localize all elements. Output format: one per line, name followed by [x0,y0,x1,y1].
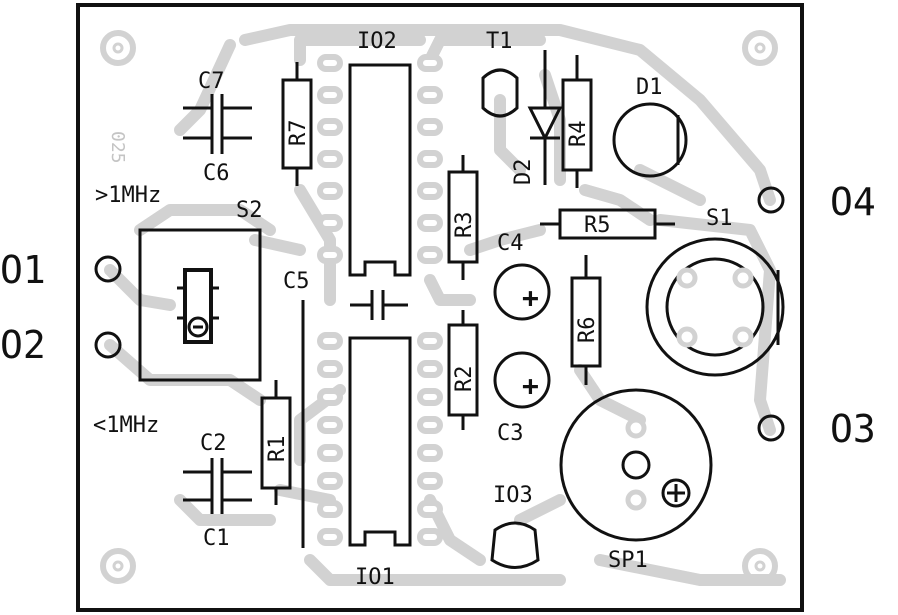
connector-pad-o4 [757,186,785,214]
resistor-r4 [561,55,593,188]
label-io1: IO1 [355,565,395,590]
ic-io3 [490,521,540,569]
connector-pad-o1 [94,255,122,283]
label-below-1mhz: <1MHz [93,413,159,438]
mounting-hole-bottom-left [100,548,136,584]
connector-pad-o2 [94,331,122,359]
resistor-r2 [447,310,479,430]
label-c4: C4 [497,231,524,256]
silkscreen-labels: IO2 T1 D1 C7 C6 >1MHz S2 C5 C4 S1 <1MHz … [0,29,876,590]
label-o3: O3 [830,407,876,451]
polarity-mark-c4: + [522,281,539,314]
label-r2: R2 [452,366,477,393]
polarity-mark-c3: + [522,369,539,402]
label-d1: D1 [636,75,663,100]
label-t1: T1 [486,29,513,54]
switch-s2 [138,228,262,382]
resistor-r6 [570,255,602,385]
io2-pads [317,54,443,264]
label-c2: C2 [200,431,227,456]
resistor-r1 [260,380,292,505]
mounting-holes [100,30,778,584]
label-r5: R5 [584,213,611,238]
label-above-1mhz: >1MHz [95,183,161,208]
label-r4: R4 [566,121,591,148]
speaker-sp1 [559,388,713,542]
label-io2: IO2 [357,29,397,54]
label-o1: O1 [0,248,46,292]
board-outline [76,3,804,612]
board-id-mirrored: 025 [107,131,128,164]
mounting-hole-top-right [742,30,778,66]
label-o4: O4 [830,180,876,224]
capacitor-c5-symbol [301,290,408,548]
resistor-r5 [540,208,675,240]
label-c7: C7 [198,69,225,94]
label-r1: R1 [265,436,290,463]
mounting-hole-top-left [100,30,136,66]
label-s1: S1 [706,206,733,231]
ic-io2 [348,63,412,277]
label-r3: R3 [452,212,477,239]
pushbutton-s1 [645,237,785,377]
label-r6: R6 [575,317,600,344]
resistor-r7 [281,62,313,186]
ic-io1 [348,336,412,547]
label-c5: C5 [283,269,310,294]
label-c6: C6 [203,161,230,186]
capacitor-c4 [493,263,551,321]
resistor-r3 [447,155,479,280]
label-o2: O2 [0,323,46,367]
component-pads [625,267,754,511]
connector-pad-o3 [757,414,785,442]
capacitor-c2-c1 [183,458,252,514]
capacitor-c3 [493,351,551,409]
label-sp1: SP1 [608,548,648,573]
label-r7: R7 [286,120,311,147]
label-s2: S2 [236,198,263,223]
mounting-hole-bottom-right [742,548,778,584]
label-io3: IO3 [493,483,533,508]
diode-d2 [527,50,563,185]
label-c1: C1 [203,526,230,551]
ic-pads [317,54,443,546]
label-d2: D2 [511,159,536,186]
capacitor-c7-c6 [183,94,252,154]
label-c3: C3 [497,421,524,446]
led-d1 [612,102,688,178]
io1-pads [317,332,443,546]
transistor-t1 [481,68,519,118]
